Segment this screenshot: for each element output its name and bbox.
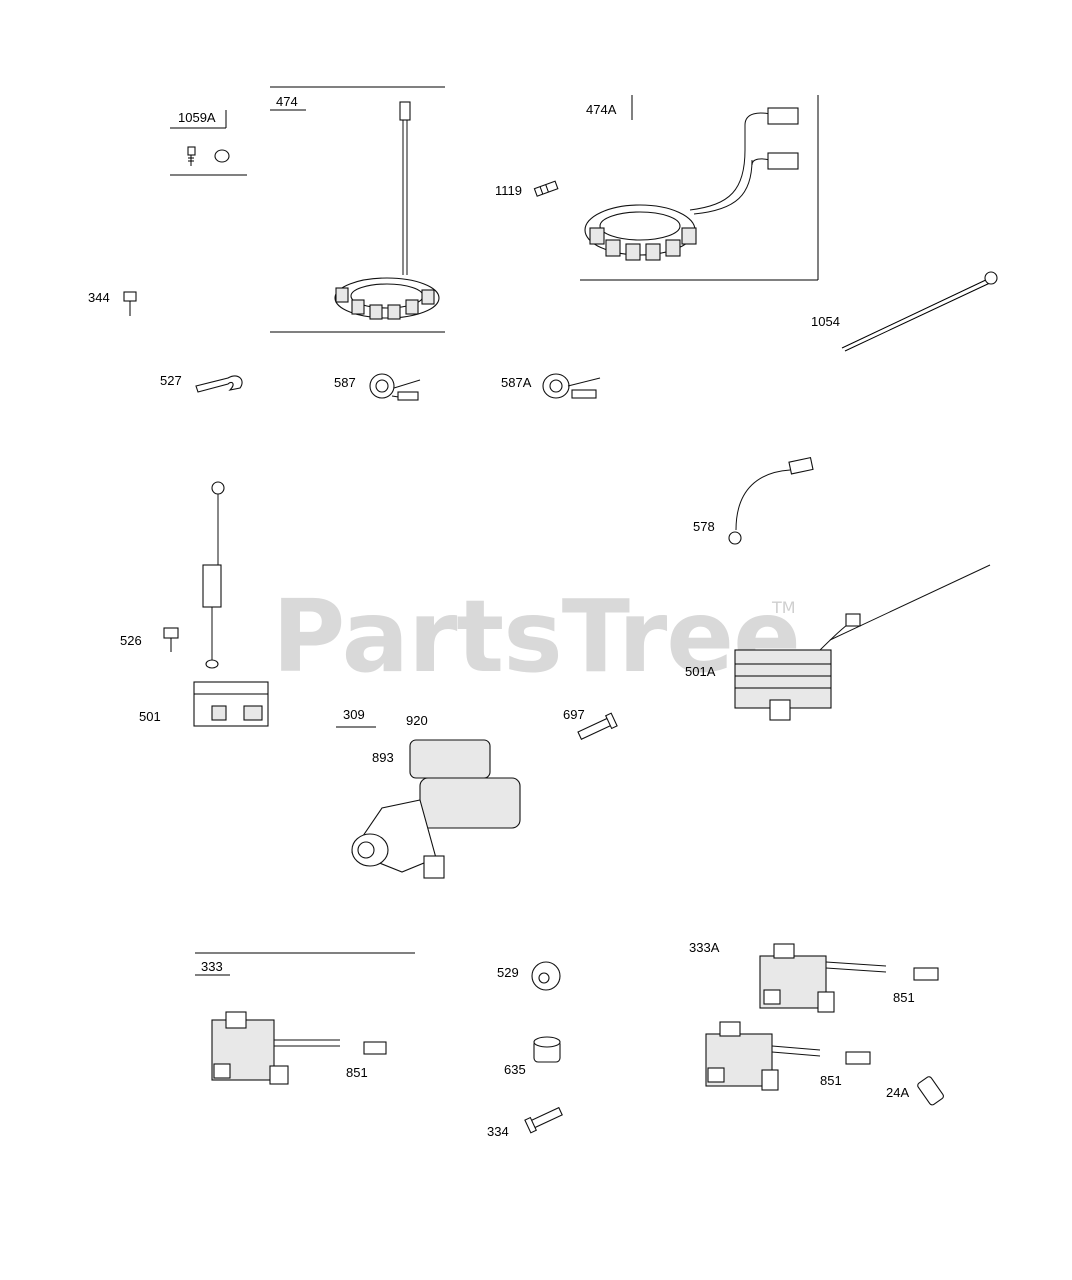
callout-697: 697 (563, 707, 585, 722)
part-527-clip (195, 375, 243, 393)
part-587A-clamp (542, 373, 601, 399)
part-24A-clip (917, 1076, 944, 1106)
callout-1059A: 1059A (178, 110, 216, 125)
group-333-bracket (195, 952, 415, 976)
part-501A-regulator (734, 564, 991, 721)
part-587-clamp (369, 373, 421, 401)
part-334-screw (524, 1106, 563, 1134)
callout-474: 474 (276, 94, 298, 109)
part-1119-screw (533, 180, 559, 197)
callout-526: 526 (120, 633, 142, 648)
callout-501A: 501A (685, 664, 716, 679)
part-474-stator (334, 101, 440, 320)
part-344-bolt (123, 291, 137, 316)
group-474-bracket (270, 86, 445, 333)
callout-635: 635 (504, 1062, 526, 1077)
watermark-brand: PartsTree (272, 578, 801, 695)
part-333A-armature-upper (759, 943, 887, 1013)
part-1054-tie (841, 271, 998, 352)
part-697-bolt (577, 712, 618, 740)
callout-893: 893 (372, 750, 394, 765)
callout-344: 344 (88, 290, 110, 305)
part-1059A-washer (214, 149, 230, 163)
part-333A-armature-lower (705, 1021, 821, 1091)
callout-587A: 587A (501, 375, 532, 390)
part-851-connector-b (913, 967, 939, 981)
callout-851-a: 851 (346, 1065, 368, 1080)
part-501-regulator (193, 481, 269, 727)
callout-1119: 1119 (495, 183, 522, 198)
watermark-trademark: TM (772, 598, 796, 617)
part-635-spacer (533, 1036, 561, 1063)
callout-851-b: 851 (893, 990, 915, 1005)
callout-333: 333 (201, 959, 223, 974)
part-578-wire (728, 456, 814, 545)
part-529-nut (531, 961, 561, 991)
callout-920: 920 (406, 713, 428, 728)
part-333-armature (211, 1011, 340, 1085)
callout-24A: 24A (886, 1085, 910, 1100)
part-474A-stator (584, 107, 799, 261)
callout-309: 309 (343, 707, 365, 722)
group-474A-bracket (580, 95, 819, 281)
callout-334: 334 (487, 1124, 509, 1139)
callout-587: 587 (334, 375, 356, 390)
part-309-starter (351, 739, 521, 879)
callout-501: 501 (139, 709, 161, 724)
group-1059A-bracket (170, 110, 247, 176)
callout-527: 527 (160, 373, 182, 388)
callout-1054: 1054 (811, 314, 840, 329)
callout-851-c: 851 (820, 1073, 842, 1088)
part-851-connector-c (845, 1051, 871, 1065)
callout-529: 529 (497, 965, 519, 980)
callout-333A: 333A (689, 940, 720, 955)
part-851-connector-a (363, 1041, 387, 1055)
part-1059A-screw (187, 146, 196, 166)
part-526-bolt (163, 627, 179, 652)
callout-578: 578 (693, 519, 715, 534)
callout-474A: 474A (586, 102, 617, 117)
